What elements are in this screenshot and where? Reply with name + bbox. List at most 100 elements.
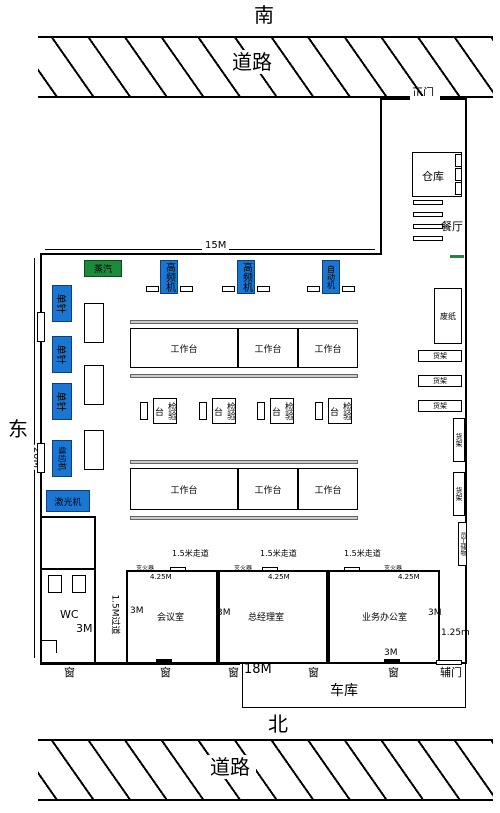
sales-office-label: 业务办公室 xyxy=(362,613,408,623)
steam-machine: 蒸汽 xyxy=(84,260,122,277)
window-label-5: 窗 xyxy=(388,666,399,679)
wc-dim-3m: 3M xyxy=(76,622,93,635)
work-table-5: 工作台 xyxy=(238,468,298,510)
hf-machine-1-table-r xyxy=(180,286,193,292)
dim-3m-sales: 3M xyxy=(428,608,442,618)
road-bottom-label: 道路 xyxy=(204,755,256,779)
wall-top-main xyxy=(40,253,380,255)
sewing-machine-3: 单针 xyxy=(52,383,72,420)
office-door-2[interactable] xyxy=(262,567,278,571)
wall-inner-right-upper xyxy=(380,98,382,255)
dim-425-gm: 4.25M xyxy=(268,573,290,581)
auto-machine: 自动机 xyxy=(322,260,340,294)
dim-425-meeting: 4.25M xyxy=(150,573,172,581)
meeting-room-label: 会议室 xyxy=(157,613,185,623)
aisle-label-2: 1.5米走道 xyxy=(260,549,297,558)
window-label-1: 窗 xyxy=(64,666,75,679)
direction-south: 南 xyxy=(254,3,274,27)
canteen-bench-1 xyxy=(413,200,443,205)
waste-paper-area: 废纸 xyxy=(434,288,462,344)
road-top-label: 道路 xyxy=(226,50,278,74)
side-table-2 xyxy=(84,365,104,405)
window-label-3: 窗 xyxy=(228,666,239,679)
side-table-1 xyxy=(84,303,104,343)
meeting-room xyxy=(126,570,218,664)
hf-machine-1-table-l xyxy=(146,286,159,292)
warehouse-shelf-2 xyxy=(455,168,462,181)
garage-label: 车库 xyxy=(330,683,358,699)
gm-office-label: 总经理室 xyxy=(248,613,285,623)
inspect-seat-4 xyxy=(315,402,323,420)
dim-125m: 1.25m xyxy=(441,628,470,638)
bottom-window-2[interactable] xyxy=(384,659,400,664)
warehouse-label: 仓库 xyxy=(422,170,444,183)
work-rail-1-bottom xyxy=(130,374,358,378)
inspect-seat-1 xyxy=(140,402,148,420)
gm-office xyxy=(218,570,328,664)
inspect-table-1: 检验台 xyxy=(153,398,177,424)
east-window-2[interactable] xyxy=(37,443,45,473)
wc-label: WC xyxy=(60,608,79,621)
east-window-1[interactable] xyxy=(37,312,45,342)
shelf-2: 货架 xyxy=(418,375,462,387)
work-table-6: 工作台 xyxy=(298,468,358,510)
dim-3m-meeting: 3M xyxy=(130,606,144,616)
fire-extinguisher-2: 灭火器 xyxy=(234,565,253,572)
corridor-label: 1.5M过道 xyxy=(109,594,120,635)
shelf-1: 货架 xyxy=(418,350,462,362)
road-bottom xyxy=(38,739,493,801)
work-table-4: 工作台 xyxy=(130,468,238,510)
inspect-seat-3 xyxy=(257,402,265,420)
wall-right xyxy=(465,98,467,663)
inspect-table-3: 检验台 xyxy=(270,398,294,424)
office-door-1[interactable] xyxy=(170,567,186,571)
canteen-bench-2 xyxy=(413,212,443,217)
hf-machine-2-table-l xyxy=(222,286,235,292)
sales-office xyxy=(328,570,440,664)
wc-door xyxy=(42,640,57,653)
wc-fixture-2 xyxy=(72,575,86,593)
fire-extinguisher-1: 灭火器 xyxy=(136,565,155,572)
canteen-door xyxy=(450,255,464,258)
main-gate-opening xyxy=(410,96,440,100)
hf-machine-2-table-r xyxy=(257,286,270,292)
window-label-2: 窗 xyxy=(160,666,171,679)
work-table-2: 工作台 xyxy=(238,328,298,368)
side-gate-label: 辅门 xyxy=(440,666,462,679)
bottom-window-1[interactable] xyxy=(156,659,172,664)
laser-machine: 激光机 xyxy=(46,490,90,512)
bottom-boundary xyxy=(40,664,240,665)
hf-machine-1: 高频机 xyxy=(160,260,178,294)
garage xyxy=(242,664,466,708)
warehouse-shelf-1 xyxy=(455,154,462,167)
dim-425-sales: 4.25M xyxy=(398,573,420,581)
canteen-label: 餐厅 xyxy=(441,220,463,233)
inspect-seat-2 xyxy=(199,402,207,420)
dim-3m-bottom: 3M xyxy=(384,648,398,658)
canteen-bench-3 xyxy=(413,224,443,229)
fire-extinguisher-3: 灭火器 xyxy=(384,565,403,572)
inspect-table-4: 检验台 xyxy=(328,398,352,424)
auto-machine-table-l xyxy=(307,286,320,292)
work-rail-1-top xyxy=(130,320,358,324)
wc-wall-right xyxy=(94,516,96,662)
main-gate-label: 正门 xyxy=(412,86,434,99)
wc-divider xyxy=(40,568,96,570)
office-door-3[interactable] xyxy=(344,567,360,571)
inspect-table-2: 检验台 xyxy=(212,398,236,424)
shelf-5: 货架 xyxy=(453,472,465,516)
shelf-3: 货架 xyxy=(418,400,462,412)
work-rail-2-bottom xyxy=(130,516,358,520)
side-table-3 xyxy=(84,430,104,470)
shelf-4: 货架 xyxy=(453,418,465,462)
side-gate-opening[interactable] xyxy=(436,660,462,665)
wc-fixture-1 xyxy=(48,575,62,593)
auto-machine-table-r xyxy=(342,286,355,292)
dim-3m-gm: 3M xyxy=(217,608,231,618)
sewing-machine-2: 单针 xyxy=(52,336,72,373)
work-table-3: 工作台 xyxy=(298,328,358,368)
direction-north: 北 xyxy=(268,712,288,736)
window-label-4: 窗 xyxy=(308,666,319,679)
tool-locker: 员工储物 xyxy=(458,522,467,566)
warehouse-shelf-3 xyxy=(455,182,462,195)
